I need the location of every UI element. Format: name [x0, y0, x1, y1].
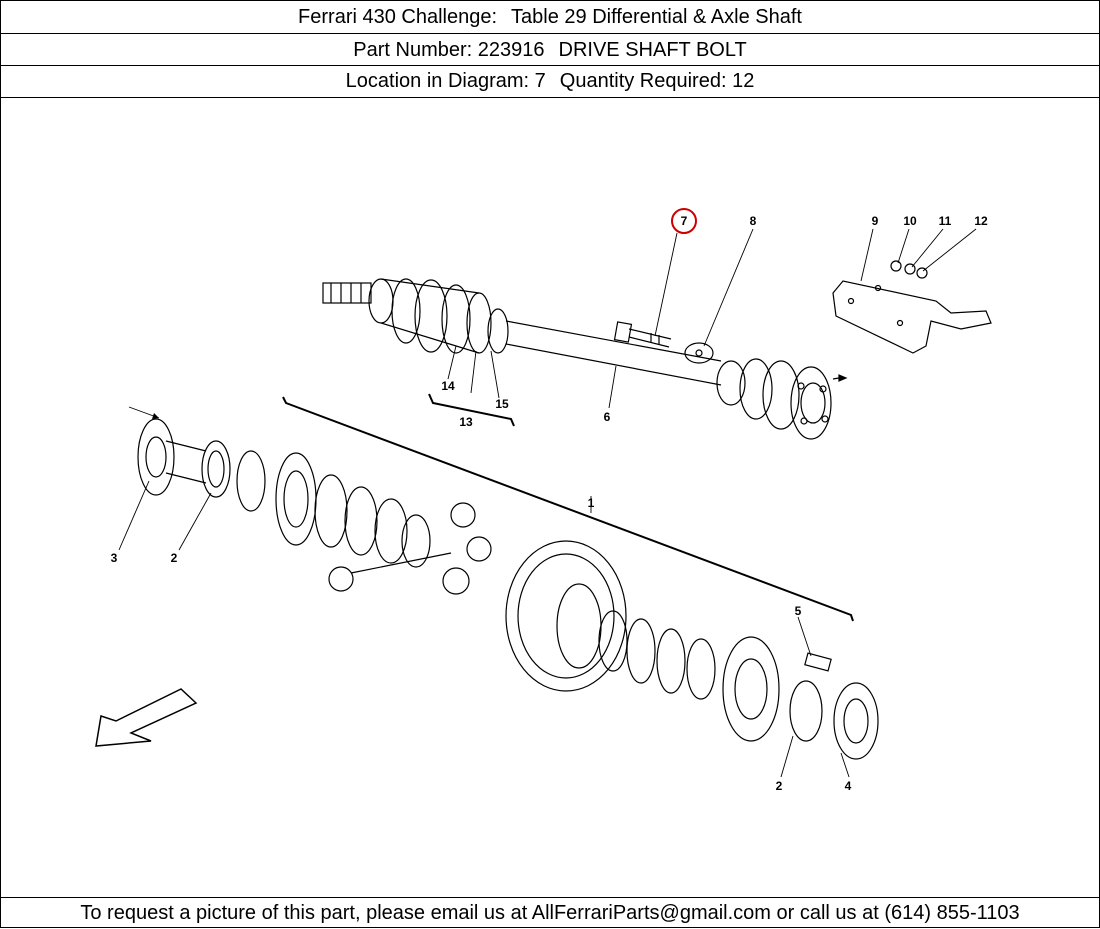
- callout-10: 10: [903, 214, 917, 228]
- callout-3: 3: [111, 551, 118, 565]
- side-gear: [328, 566, 354, 592]
- callout-2: 2: [171, 551, 178, 565]
- highlight-circle: [671, 208, 697, 234]
- callout-5: 5: [795, 604, 802, 618]
- callout-6: 6: [604, 410, 611, 424]
- flange: [833, 682, 879, 760]
- contact-footer: To request a picture of this part, pleas…: [1, 897, 1099, 928]
- assembly-bracket-13: [428, 393, 515, 427]
- direction-arrow: [95, 688, 198, 747]
- title-row: Ferrari 430 Challenge: Table 29 Different…: [1, 1, 1099, 34]
- exploded-view-drawing: 1 2 2 3 4 5 6 7 8 9 10 11 12 13 14 15: [95, 208, 992, 793]
- location-row: Location in Diagram: 7 Quantity Required:…: [1, 66, 1099, 98]
- part-number: Part Number: 223916: [353, 39, 545, 61]
- washer: [904, 263, 916, 275]
- callout-1: 1: [588, 496, 595, 510]
- callout-7: 7: [681, 214, 688, 228]
- bearing: [201, 440, 231, 498]
- nut: [890, 260, 902, 272]
- axle-shaft-assembly: [322, 278, 848, 440]
- part-name: DRIVE SHAFT BOLT: [558, 39, 747, 61]
- parts-diagram: 1 2 2 3 4 5 6 7 8 9 10 11 12 13 14 15: [1, 98, 1099, 897]
- heat-shield: [832, 260, 992, 354]
- callout-9: 9: [872, 214, 879, 228]
- shaft-top-edge: [505, 320, 722, 362]
- callout-8: 8: [750, 214, 757, 228]
- spline-end: [322, 282, 372, 304]
- quantity-required: Quantity Required: 12: [559, 70, 755, 92]
- drive-shaft-bolt: [613, 321, 672, 348]
- leader-lines: [118, 228, 977, 778]
- bearing: [789, 680, 823, 742]
- callout-labels: 1 2 2 3 4 5 6 7 8 9 10 11 12 13 14 15: [111, 214, 988, 793]
- part-row: Part Number: 223916 DRIVE SHAFT BOLT: [1, 34, 1099, 66]
- callout-12: 12: [974, 214, 988, 228]
- callout-13: 13: [459, 415, 473, 429]
- assembly-bracket-1: [282, 396, 854, 622]
- callout-11: 11: [939, 214, 952, 228]
- contact-text: To request a picture of this part, pleas…: [80, 902, 1020, 924]
- outer-cv-joint: [790, 366, 832, 440]
- inner-cv-joint: [368, 278, 394, 324]
- bolt: [804, 652, 832, 672]
- callout-4: 4: [845, 779, 852, 793]
- table-title: Table 29 Differential & Axle Shaft: [511, 6, 802, 28]
- model-title: Ferrari 430 Challenge:: [298, 6, 498, 28]
- ring-gear: [505, 540, 627, 692]
- callout-2: 2: [776, 779, 783, 793]
- location-in-diagram: Location in Diagram: 7: [345, 70, 546, 92]
- spacer: [916, 267, 928, 279]
- differential-right-half: [505, 540, 879, 760]
- differential-left-half: [137, 418, 492, 595]
- shaft-bottom-edge: [505, 343, 722, 386]
- callout-14: 14: [441, 379, 455, 393]
- callout-15: 15: [495, 397, 509, 411]
- flange: [137, 418, 175, 496]
- shaft-plate: [684, 342, 714, 364]
